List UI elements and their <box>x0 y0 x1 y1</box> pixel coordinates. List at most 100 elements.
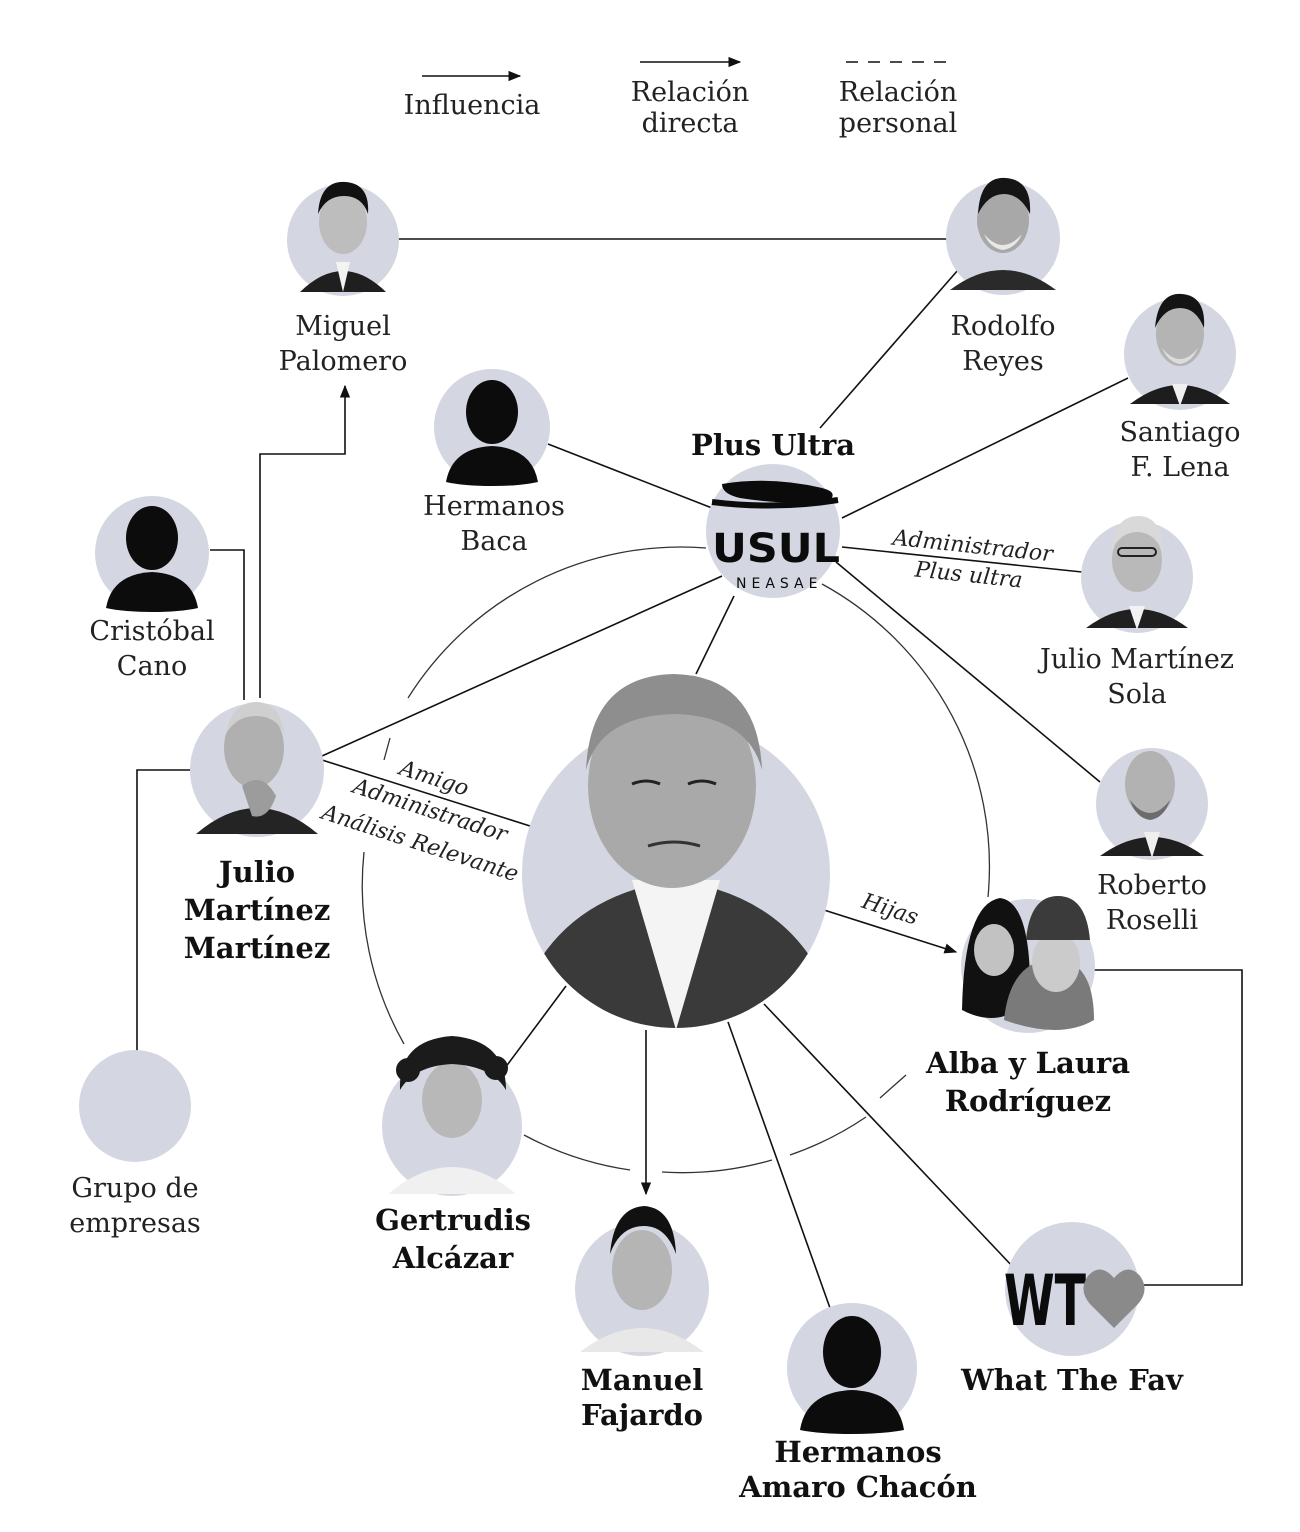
legend-direct-label-1: Relación <box>631 77 749 108</box>
santiago-label-1: Santiago <box>1119 417 1240 448</box>
node-rodolfo-reyes[interactable]: Rodolfo Reyes <box>946 177 1060 377</box>
silhouette-icon <box>446 380 538 486</box>
heart-icon <box>1083 1269 1145 1328</box>
person-photo-icon <box>1086 516 1188 630</box>
santiago-label-2: F. Lena <box>1130 452 1229 483</box>
edges <box>136 238 1243 1309</box>
node-central-person[interactable] <box>512 674 840 1030</box>
gertrudis-label-1: Gertrudis <box>375 1203 531 1237</box>
legend-personal-label-1: Relación <box>839 77 957 108</box>
ring-arc-right <box>821 583 991 898</box>
hijas-label-2: Rodríguez <box>945 1084 1111 1118</box>
person-photo-icon <box>388 1036 516 1194</box>
node-miguel-palomero[interactable]: Miguel Palomero <box>279 181 408 377</box>
fajardo-label-1: Manuel <box>581 1363 704 1397</box>
edge-plusultra-zapatero <box>695 595 735 675</box>
edge-julio-plusultra <box>321 575 723 757</box>
person-photo-icon <box>300 181 386 292</box>
two-people-photo-icon <box>962 896 1094 1030</box>
roberto-label-1: Roberto <box>1097 870 1207 901</box>
edge-rodolfo-plusultra <box>819 269 959 429</box>
person-photo-icon <box>196 702 318 834</box>
edge-zapatero-gertrudis <box>501 985 567 1073</box>
rodolfo-label-2: Reyes <box>962 346 1043 377</box>
plus-ultra-label: Plus Ultra <box>691 428 855 462</box>
wtf-label: What The Fav <box>960 1363 1184 1397</box>
cristobal-label-1: Cristóbal <box>89 616 214 647</box>
node-what-the-fav[interactable]: WT What The Fav <box>960 1222 1184 1397</box>
node-cristobal-cano[interactable]: Cristóbal Cano <box>89 496 215 682</box>
silhouette-icon <box>800 1316 904 1434</box>
fajardo-label-2: Fajardo <box>581 1398 703 1432</box>
legend-direct-label-2: directa <box>642 108 739 139</box>
wtf-logo-icon: WT <box>1004 1260 1145 1342</box>
legend-influence-label: Influencia <box>404 90 541 121</box>
node-plus-ultra[interactable]: Plus Ultra USUL NEASAE <box>691 428 855 598</box>
plus-ultra-logo-text: USUL <box>712 526 840 572</box>
central-hair-shape <box>586 674 762 770</box>
central-face-shape <box>588 684 756 888</box>
julio-mm-label-3: Martínez <box>184 931 331 965</box>
julio-mm-label-2: Martínez <box>184 893 331 927</box>
node-santiago-lena[interactable]: Santiago F. Lena <box>1119 293 1241 483</box>
edge-label-admin-plus-2: Plus ultra <box>913 557 1024 593</box>
edge-zapatero-amaro <box>727 1021 831 1309</box>
wtf-logo-text: WT <box>1004 1260 1086 1342</box>
personal-ring <box>361 546 991 1174</box>
roberto-label-2: Roselli <box>1106 905 1199 936</box>
rodolfo-label-1: Rodolfo <box>950 311 1055 342</box>
node-alba-laura-rodriguez[interactable]: Alba y Laura Rodríguez <box>925 896 1130 1118</box>
ring-arc-bottom-left <box>523 1134 631 1171</box>
central-eye-right <box>687 779 717 786</box>
miguel-label-1: Miguel <box>295 311 391 342</box>
edge-plusultra-roselli <box>835 561 1101 783</box>
node-roberto-roselli[interactable]: Roberto Roselli <box>1096 748 1208 936</box>
grupo-label-1: Grupo de <box>71 1173 198 1204</box>
node-grupo-empresas[interactable]: Grupo de empresas <box>69 1050 201 1239</box>
grupo-avatar <box>79 1050 191 1162</box>
node-gertrudis-alcazar[interactable]: Gertrudis Alcázar <box>375 1036 531 1275</box>
node-hermanos-amaro-chacon[interactable]: Hermanos Amaro Chacón <box>738 1303 977 1504</box>
ring-arc-upper-left <box>407 546 707 699</box>
node-julio-martinez-martinez[interactable]: Julio Martínez Martínez <box>184 702 331 965</box>
person-photo-icon <box>1130 293 1230 406</box>
central-person-photo-icon <box>522 880 830 1028</box>
amaro-label-1: Hermanos <box>774 1435 941 1469</box>
node-julio-martinez-sola[interactable]: Julio Martínez Sola <box>1037 516 1234 710</box>
ring-arc-lower-left <box>361 851 405 1045</box>
node-manuel-fajardo[interactable]: Manuel Fajardo <box>575 1206 709 1432</box>
edge-plusultra-sola <box>841 546 1083 573</box>
central-mouth <box>647 840 701 848</box>
edge-julio-zapatero <box>321 759 531 827</box>
edge-zapatero-wtf <box>763 1003 1015 1269</box>
julio-mm-label-1: Julio <box>216 855 295 889</box>
ring-arc-bottom <box>661 1159 773 1174</box>
baca-label-1: Hermanos <box>423 491 565 522</box>
grupo-label-2: empresas <box>69 1208 201 1239</box>
wtf-logo-bg <box>1005 1222 1139 1356</box>
edge-julio-grupo <box>136 769 192 1052</box>
gertrudis-label-2: Alcázar <box>392 1241 514 1275</box>
edge-santiago-plusultra <box>841 377 1129 519</box>
edge-cristobal-julio <box>210 549 245 700</box>
plus-ultra-logo-icon: USUL NEASAE <box>711 480 840 592</box>
central-eye-left <box>631 779 661 786</box>
legend-personal-label-2: personal <box>839 108 957 139</box>
edge-baca-plusultra <box>547 443 713 509</box>
plus-ultra-logo-subtext: NEASAE <box>736 576 822 592</box>
person-photo-icon <box>580 1206 704 1352</box>
miguel-label-2: Palomero <box>279 346 408 377</box>
julio-sola-label-1: Julio Martínez <box>1037 644 1234 675</box>
node-hermanos-baca[interactable]: Hermanos Baca <box>423 369 565 557</box>
person-photo-icon <box>1100 751 1204 858</box>
ring-arc-bottom-right <box>789 1116 867 1156</box>
amaro-label-2: Amaro Chacón <box>738 1470 977 1504</box>
ring-dash-1 <box>879 1074 907 1099</box>
baca-label-2: Baca <box>460 526 527 557</box>
cristobal-label-2: Cano <box>117 651 187 682</box>
edge-zapatero-hijas <box>823 909 958 954</box>
julio-sola-label-2: Sola <box>1107 679 1166 710</box>
edge-hijas-wtf <box>1094 969 1243 1286</box>
hijas-label-1: Alba y Laura <box>925 1046 1130 1080</box>
